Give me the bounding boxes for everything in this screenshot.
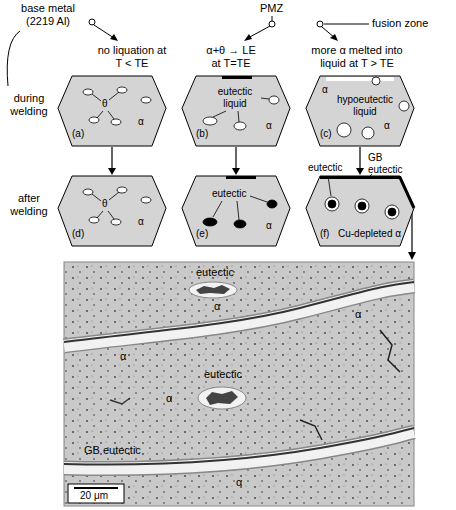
- node-text: α: [138, 216, 144, 228]
- node-text: eutectic liquid: [210, 86, 260, 110]
- crack: [300, 420, 322, 440]
- node-text: α: [266, 220, 272, 232]
- eutectic-particle: [206, 391, 238, 405]
- location-dot: [89, 19, 95, 25]
- condition-label: more α melted into liquid at T > TE: [300, 44, 414, 70]
- arrowhead: [244, 34, 252, 41]
- node-text: θ: [102, 198, 108, 210]
- process-arrow: [108, 147, 116, 175]
- microstructure-hexagon: α hypoeutectic liquid α (c): [306, 76, 414, 146]
- row-label: after welding: [4, 192, 54, 218]
- node-text: α: [266, 120, 272, 132]
- condition-label: α+θ → LE at T=TE: [202, 44, 260, 70]
- phase-label: GB eutectic: [84, 444, 141, 457]
- process-arrow: [356, 147, 364, 175]
- phase-label: α: [236, 476, 242, 489]
- microstructure-hexagon: eutectic liquid α (b): [182, 76, 290, 146]
- phase-label: α: [166, 392, 172, 405]
- leader-line: [248, 26, 270, 38]
- process-arrow: [232, 147, 240, 175]
- leader-line: [94, 25, 114, 38]
- node-text: (b): [196, 128, 208, 140]
- node-text: α: [138, 116, 144, 128]
- phase-label: α: [214, 300, 220, 313]
- phase-label: eutectic: [204, 368, 242, 381]
- node-text: (a): [72, 128, 84, 140]
- node-text: α: [384, 120, 390, 132]
- grain-boundary-band: [64, 286, 414, 346]
- micrograph-texture: [64, 262, 414, 506]
- grain-boundary-band: [64, 432, 414, 468]
- grain-boundary-band: [64, 286, 414, 346]
- crack: [110, 398, 130, 404]
- region-label: PMZ: [260, 2, 283, 15]
- node-text: eutectic: [308, 162, 342, 174]
- gb-eutectic-line: [64, 282, 414, 342]
- grain-boundary-band: [64, 432, 414, 468]
- arrowhead: [330, 34, 338, 41]
- leader-line: [272, 16, 273, 21]
- microstructure-hexagon: eutectic α (e): [182, 176, 290, 246]
- microstructure-hexagon: θ α (a): [58, 76, 166, 146]
- eutectic-particle: [196, 285, 230, 294]
- node-text: α: [322, 84, 328, 96]
- leader-line: [324, 24, 369, 25]
- leader-line: [411, 212, 412, 254]
- microstructure-hexagon: eutecticGB eutecticCu-depleted α(f): [306, 176, 414, 246]
- node-text: hypoeutectic liquid: [334, 94, 396, 118]
- alpha-halo: [189, 282, 237, 298]
- scale-box: [68, 484, 124, 503]
- crack: [380, 330, 400, 372]
- micrograph: [64, 262, 414, 506]
- leader-line: [7, 31, 20, 86]
- phase-label: α: [120, 350, 126, 363]
- arrowhead: [408, 252, 416, 260]
- node-text: θ: [102, 98, 108, 110]
- phase-label: α: [355, 308, 361, 321]
- region-label: fusion zone: [372, 17, 428, 30]
- region-label: base metal (2219 Al): [10, 2, 86, 28]
- scale-label: 20 μm: [80, 490, 108, 502]
- alpha-halo: [198, 387, 246, 409]
- phase-label: eutectic: [196, 266, 234, 279]
- gb-eutectic-line: [64, 428, 414, 464]
- node-text: (d): [72, 228, 84, 240]
- arrowhead: [110, 34, 118, 41]
- microstructure-hexagon: θ α (d): [58, 176, 166, 246]
- node-text: (c): [320, 128, 332, 140]
- node-text: Cu-depleted α: [338, 228, 401, 240]
- node-text: (e): [196, 228, 208, 240]
- node-text: (f): [320, 228, 329, 240]
- row-label: during welding: [4, 92, 54, 118]
- scale-bar: [74, 487, 118, 489]
- condition-label: no liquation at T < TE: [96, 44, 168, 70]
- location-dot: [317, 21, 323, 27]
- node-text: eutectic: [212, 188, 246, 200]
- node-text: GB eutectic: [368, 152, 412, 176]
